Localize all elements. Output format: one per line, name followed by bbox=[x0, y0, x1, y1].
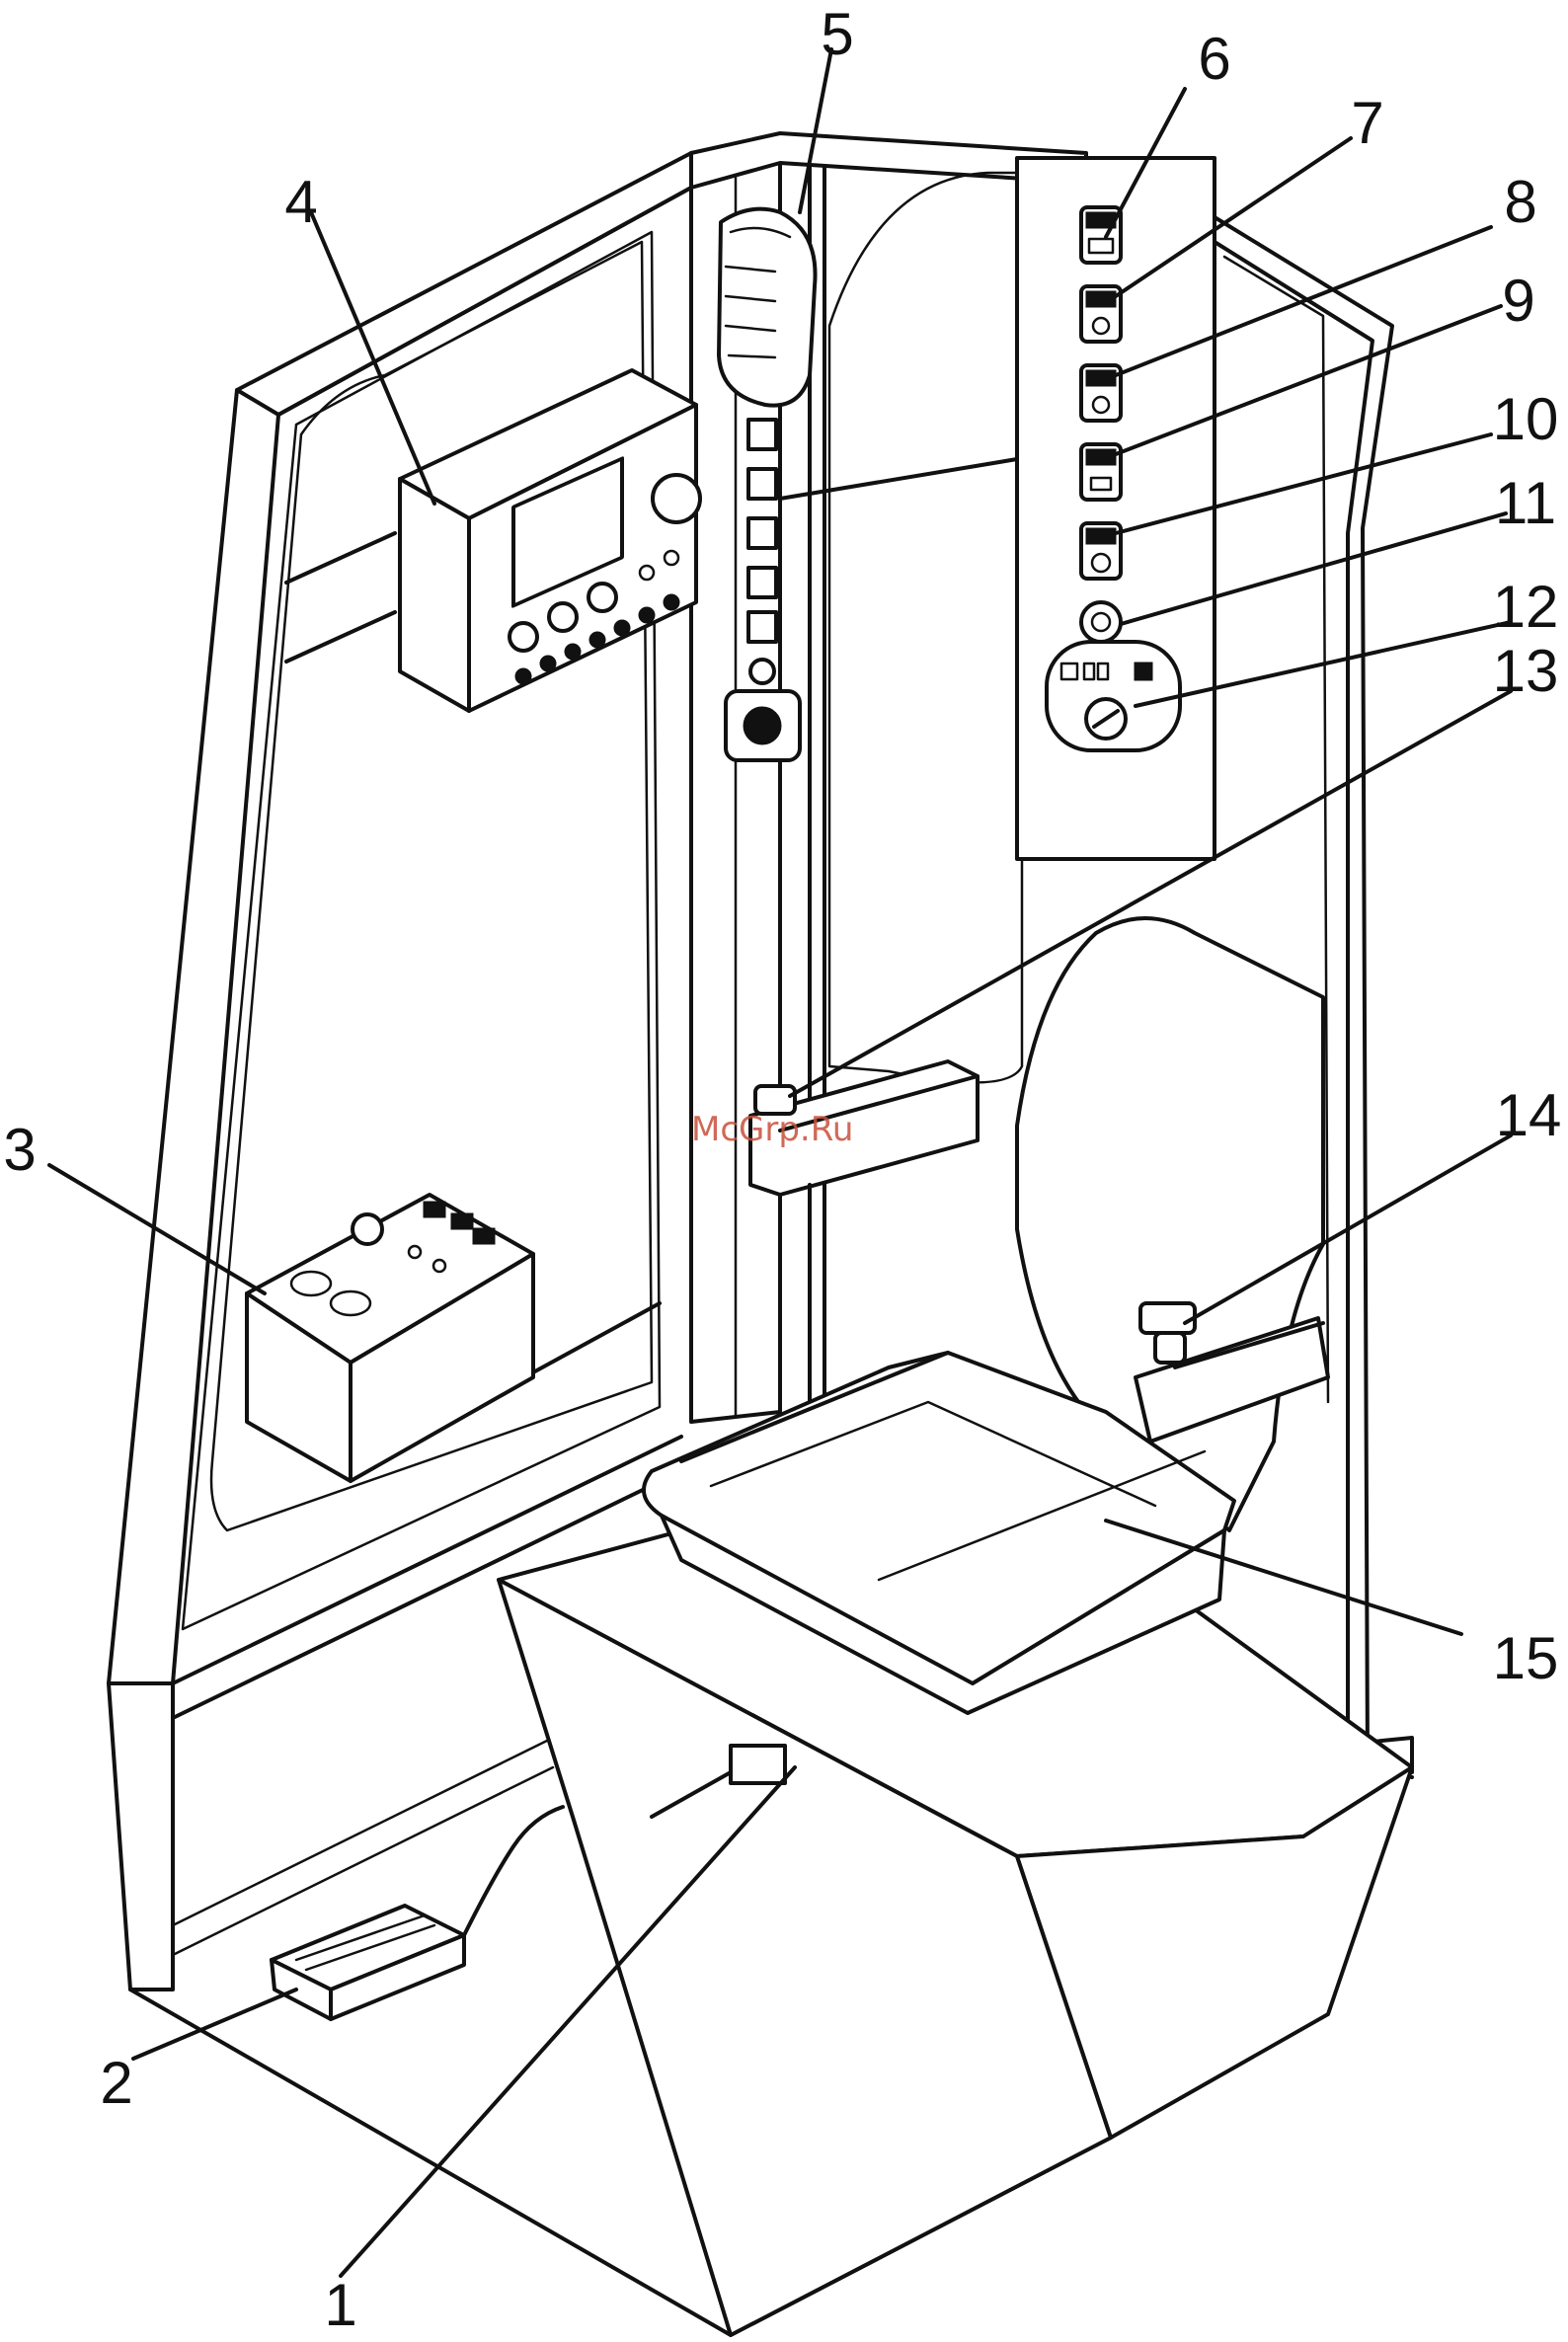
callout-11: 11 bbox=[1495, 470, 1556, 536]
button-11 bbox=[1081, 602, 1121, 642]
pedal-2 bbox=[272, 1807, 563, 2019]
callout-13: 13 bbox=[1493, 638, 1559, 704]
callout-9: 9 bbox=[1502, 268, 1534, 334]
callout-7: 7 bbox=[1351, 90, 1383, 156]
rear-window bbox=[829, 173, 1022, 1082]
callout-6: 6 bbox=[1198, 26, 1230, 92]
switch-6 bbox=[1081, 207, 1121, 263]
callout-1: 1 bbox=[324, 2272, 356, 2338]
callout-8: 8 bbox=[1504, 169, 1536, 235]
callout-2: 2 bbox=[100, 2050, 132, 2116]
callout-5: 5 bbox=[821, 1, 853, 67]
watermark: McGrp.Ru bbox=[691, 1110, 853, 1149]
callout-15: 15 bbox=[1493, 1625, 1559, 1691]
callout-4: 4 bbox=[284, 169, 317, 235]
right-control-panel bbox=[1017, 158, 1215, 859]
callout-3: 3 bbox=[3, 1117, 36, 1183]
callout-10: 10 bbox=[1493, 386, 1559, 452]
callout-12: 12 bbox=[1493, 574, 1559, 640]
handset-5 bbox=[719, 209, 816, 406]
callout-14: 14 bbox=[1496, 1082, 1562, 1148]
climate-control-12 bbox=[1047, 642, 1180, 750]
